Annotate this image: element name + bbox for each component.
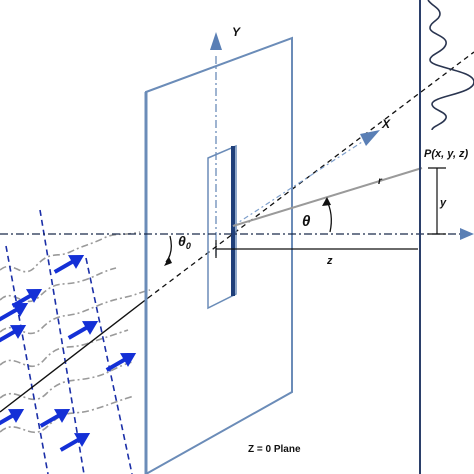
wavy-line-5	[0, 361, 133, 401]
arrow-right-icon	[105, 353, 137, 372]
intensity-pattern	[427, 0, 474, 131]
wavy-line-4	[0, 329, 129, 367]
plane-label: Z = 0 Plane	[248, 444, 301, 455]
wave-arrows	[0, 255, 137, 452]
z-axis-arrowhead-icon	[460, 228, 474, 240]
arrow-right-icon	[67, 321, 99, 340]
wavefront-2	[39, 209, 85, 474]
incident-wave-lines	[0, 231, 151, 433]
theta0-arc-arrowhead-icon	[164, 257, 172, 266]
wavy-line-6	[0, 395, 135, 433]
y-axis-arrowhead-icon	[210, 32, 222, 50]
x-axis-arrowhead-icon	[360, 130, 380, 146]
z0-plane	[145, 36, 293, 474]
theta0-subscript: 0	[186, 241, 191, 251]
x-axis-line	[232, 141, 363, 227]
wavy-line-2	[0, 267, 117, 303]
arrow-right-icon	[39, 409, 71, 428]
theta0-symbol: θ	[178, 233, 186, 249]
y-distance-label: y	[439, 197, 447, 209]
wavefronts	[5, 209, 133, 474]
wavefront-1	[5, 245, 49, 474]
incident-ray	[0, 297, 149, 413]
arrow-right-icon	[0, 325, 27, 344]
theta-arc-arrowhead-icon	[322, 197, 331, 206]
arrow-right-icon	[53, 255, 85, 274]
aperture-outline	[207, 144, 237, 310]
wavefront-3	[85, 257, 133, 474]
arrow-right-icon	[0, 409, 25, 428]
theta0-label: θ0	[178, 233, 191, 251]
wavy-line-1	[0, 231, 141, 273]
r-label: r	[378, 176, 383, 187]
point-label: P(x, y, z)	[424, 148, 469, 160]
arrow-right-icon	[59, 433, 91, 452]
z-distance-label: z	[326, 255, 333, 267]
r-line	[232, 167, 423, 227]
x-axis-label: X	[381, 117, 391, 131]
y-axis-label: Y	[232, 25, 241, 39]
arrow-right-icon	[0, 303, 29, 322]
theta-label: θ	[302, 213, 311, 230]
